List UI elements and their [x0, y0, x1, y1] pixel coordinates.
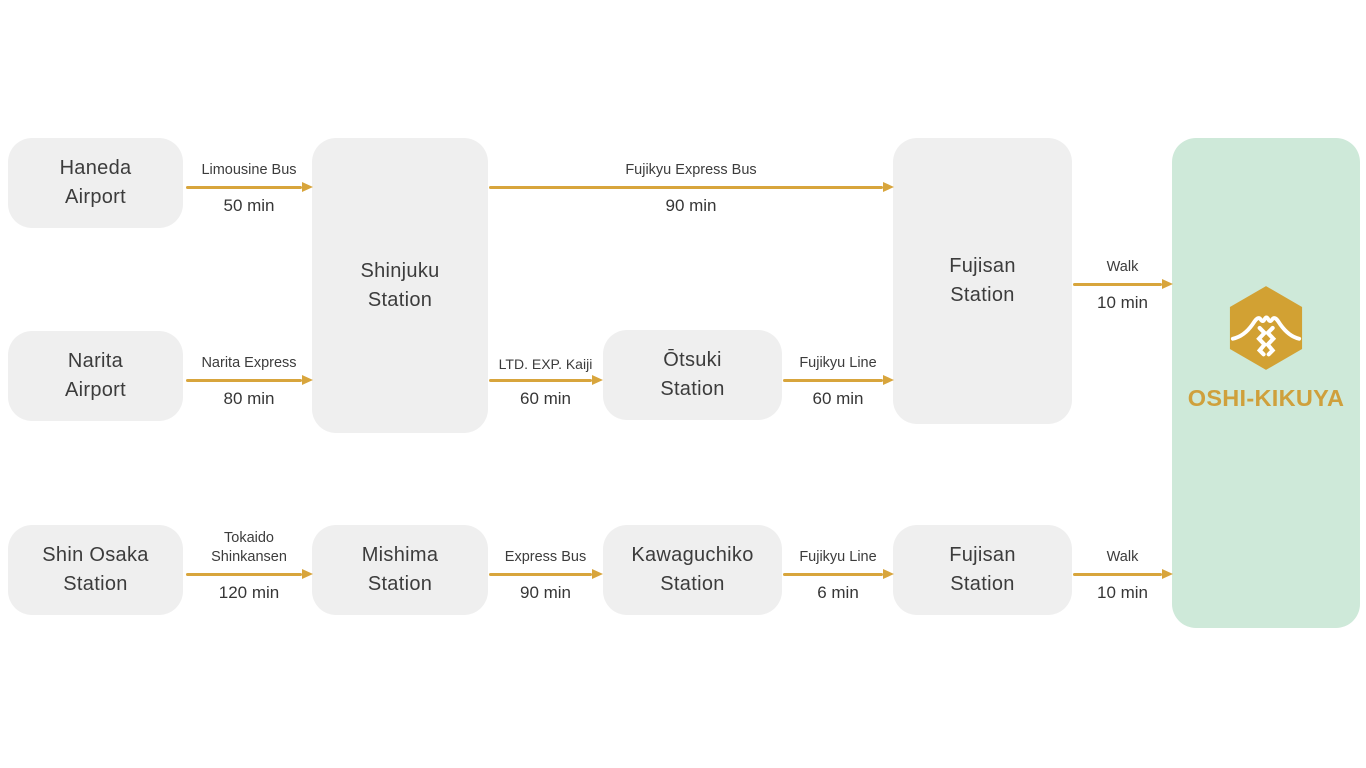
node-label: Kawaguchiko Station	[631, 544, 754, 595]
destination-content: OSHI-KIKUYA	[1172, 284, 1360, 412]
node-fujisan-station-main: Fujisan Station	[893, 138, 1072, 424]
route-narita-express: Narita Express 80 min	[186, 355, 312, 408]
route-fujikyu-line-from-otsuki: Fujikyu Line 60 min	[783, 355, 893, 408]
destination-oshi-kikuya: OSHI-KIKUYA	[1172, 138, 1360, 628]
route-duration-label: 10 min	[1096, 293, 1149, 312]
route-fujikyu-line-from-kawaguchiko: Fujikyu Line 6 min	[783, 549, 893, 602]
route-walk-south: Walk 10 min	[1073, 549, 1172, 602]
route-duration-label: 60 min	[519, 389, 572, 408]
route-duration-label: 90 min	[519, 583, 572, 602]
arrow-right-icon	[1073, 283, 1162, 286]
node-label: Narita Airport	[64, 350, 126, 401]
route-mode-label: Express Bus	[504, 549, 587, 566]
route-mode-label: Tokaido Shinkansen	[211, 530, 287, 566]
brand-name: OSHI-KIKUYA	[1187, 385, 1345, 411]
node-otsuki-station: Ōtsuki Station	[603, 330, 782, 420]
arrow-right-icon	[489, 573, 592, 576]
route-mode-label: LTD. EXP. Kaiji	[498, 355, 593, 372]
route-fujikyu-express-bus: Fujikyu Express Bus 90 min	[489, 162, 893, 215]
node-label: Shin Osaka Station	[42, 544, 149, 595]
route-duration-label: 60 min	[812, 389, 864, 408]
route-duration-label: 10 min	[1096, 583, 1149, 602]
route-duration-label: 6 min	[817, 583, 859, 602]
node-label: Shinjuku Station	[360, 259, 440, 311]
arrow-right-icon	[489, 379, 592, 382]
arrow-right-icon	[186, 379, 302, 382]
route-mode-label: Walk	[1106, 259, 1139, 276]
route-duration-label: 90 min	[665, 196, 717, 215]
node-fujisan-station-south: Fujisan Station	[893, 525, 1072, 615]
route-mode-label: Fujikyu Line	[799, 355, 877, 372]
arrow-right-icon	[186, 186, 302, 189]
route-mode-label: Limousine Bus	[201, 162, 297, 179]
node-mishima-station: Mishima Station	[312, 525, 488, 615]
node-label: Fujisan Station	[949, 544, 1016, 595]
node-kawaguchiko-station: Kawaguchiko Station	[603, 525, 782, 615]
route-mode-label: Narita Express	[201, 355, 297, 372]
route-duration-label: 50 min	[223, 196, 275, 215]
route-duration-label: 80 min	[223, 389, 275, 408]
node-label: Haneda Airport	[59, 157, 132, 208]
node-label: Fujisan Station	[949, 255, 1016, 306]
route-mode-label: Fujikyu Line	[799, 549, 877, 566]
route-mode-label: Fujikyu Express Bus	[625, 162, 757, 179]
node-label: Mishima Station	[361, 544, 439, 595]
route-mode-label: Walk	[1106, 549, 1139, 566]
arrow-right-icon	[186, 573, 302, 576]
arrow-right-icon	[489, 186, 883, 189]
route-express-bus: Express Bus 90 min	[489, 549, 602, 602]
node-shinjuku-station: Shinjuku Station	[312, 138, 488, 433]
route-limousine-bus: Limousine Bus 50 min	[186, 162, 312, 215]
arrow-right-icon	[1073, 573, 1162, 576]
arrow-right-icon	[783, 379, 883, 382]
route-limited-express-kaiji: LTD. EXP. Kaiji 60 min	[489, 356, 602, 408]
route-walk-north: Walk 10 min	[1073, 259, 1172, 312]
route-tokaido-shinkansen: Tokaido Shinkansen 120 min	[186, 530, 312, 602]
node-narita-airport: Narita Airport	[8, 331, 183, 421]
node-haneda-airport: Haneda Airport	[8, 138, 183, 228]
node-label: Ōtsuki Station	[660, 349, 725, 400]
mount-fuji-hexagon-icon	[1229, 286, 1303, 370]
node-shin-osaka-station: Shin Osaka Station	[8, 525, 183, 615]
arrow-right-icon	[783, 573, 883, 576]
route-duration-label: 120 min	[218, 583, 280, 602]
